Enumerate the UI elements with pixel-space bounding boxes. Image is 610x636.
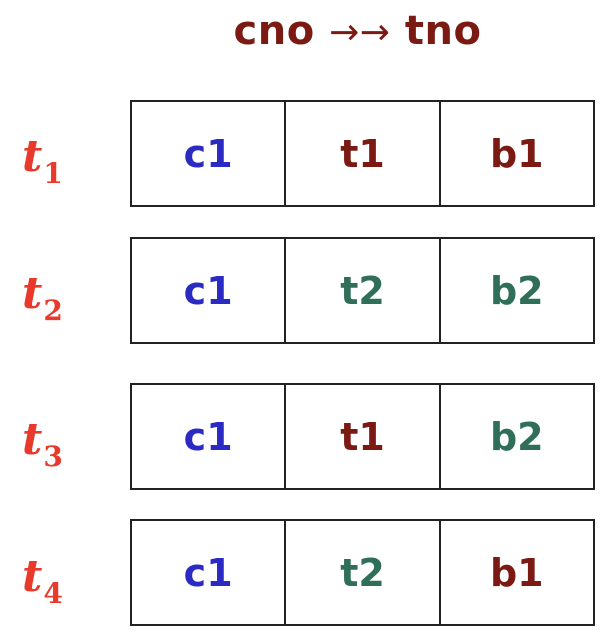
tuple-label-2: t2 [22,272,63,325]
cell-cno: c1 [132,102,287,205]
tuple-label-3: t3 [22,418,63,471]
tuple-row-1: c1 t1 b1 [130,100,595,207]
cell-tno: t1 [286,385,441,488]
functional-dependency-title: cno →→ tno [0,8,610,54]
cell-cno: c1 [132,385,287,488]
tuple-label-letter: t [22,414,43,465]
tuple-label-subscript: 2 [43,294,63,327]
title-lhs: cno [233,8,315,54]
tuple-label-1: t1 [22,135,63,188]
tuple-label-4: t4 [22,555,63,608]
cell-tno: t2 [286,521,441,624]
tuple-label-subscript: 1 [43,157,63,190]
cell-tno: t2 [286,239,441,342]
tuple-label-letter: t [22,551,43,602]
tuple-row-2: c1 t2 b2 [130,237,595,344]
cell-cno: c1 [132,521,287,624]
tuple-label-subscript: 3 [43,440,63,473]
cell-cno: c1 [132,239,287,342]
tuple-label-letter: t [22,268,43,319]
tuple-label-letter: t [22,131,43,182]
cell-bno: b1 [489,550,544,595]
cell-bno: b1 [489,131,544,176]
cell-bno: b2 [489,414,544,459]
title-arrow: →→ [329,12,391,53]
tuple-row-4: c1 t2 b1 [130,519,595,626]
cell-bno: b2 [489,268,544,313]
tuple-label-subscript: 4 [43,577,63,610]
title-rhs: tno [404,8,482,54]
tuple-row-3: c1 t1 b2 [130,383,595,490]
cell-tno: t1 [286,102,441,205]
